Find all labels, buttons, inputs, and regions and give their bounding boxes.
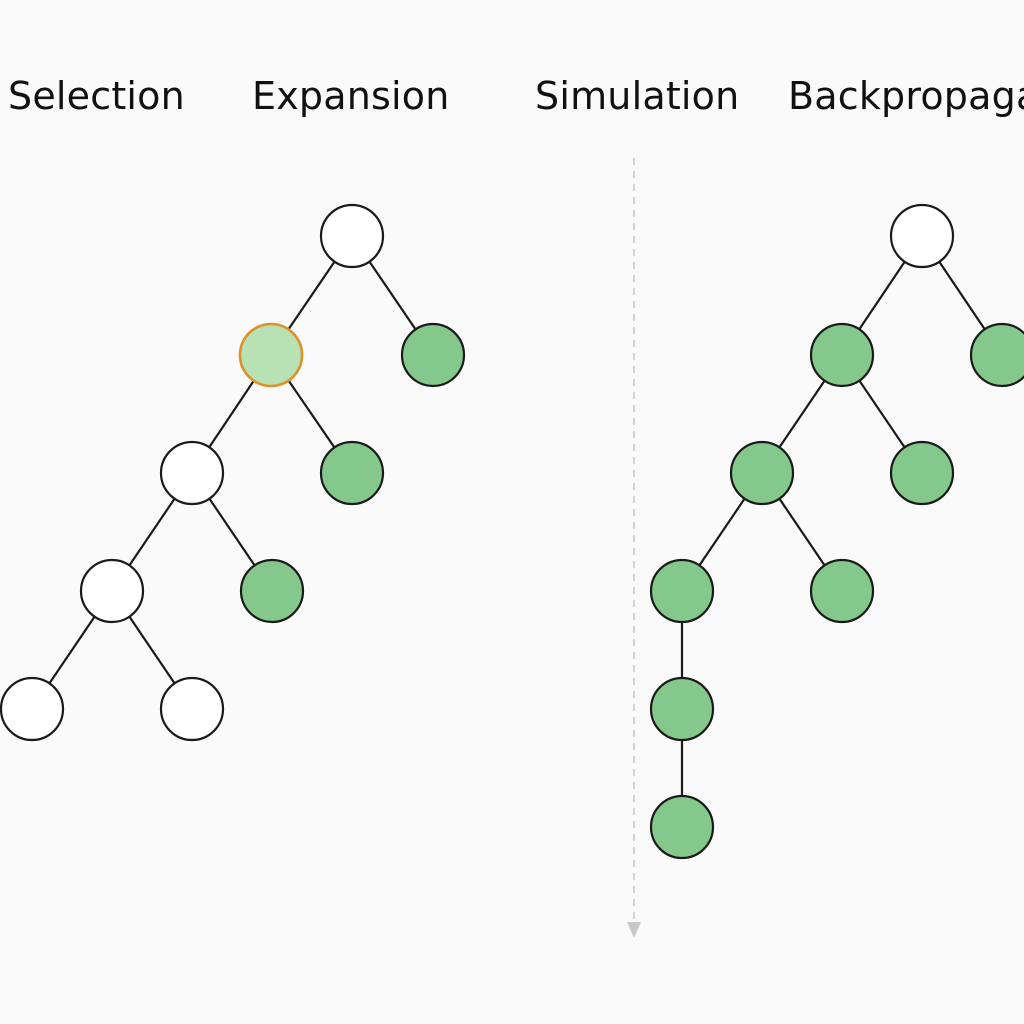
tree-node <box>889 203 955 269</box>
tree-edge <box>778 498 826 566</box>
stage-title-expansion: Expansion <box>252 74 450 118</box>
tree-edge <box>858 380 906 448</box>
tree-edge <box>128 498 176 566</box>
selected-node <box>238 322 304 388</box>
stage-title-simulation: Simulation <box>535 74 740 118</box>
stage-title-backpropagation: Backpropaga <box>788 74 1024 118</box>
visited-node <box>649 794 715 860</box>
tree-node <box>319 203 385 269</box>
tree-edge <box>287 261 336 330</box>
visited-node <box>809 558 875 624</box>
tree-edge <box>208 380 255 448</box>
tree-edge <box>778 380 826 448</box>
rollout-arrow <box>627 158 641 938</box>
stage-title-selection: Selection <box>8 74 185 118</box>
tree-edge <box>858 261 906 330</box>
visited-node <box>809 322 875 388</box>
tree-nodes <box>0 203 1024 860</box>
tree-edge <box>698 498 746 566</box>
tree-node <box>0 676 65 742</box>
tree-edge <box>208 498 256 566</box>
visited-node <box>400 322 466 388</box>
tree-node <box>159 676 225 742</box>
tree-edge <box>938 261 986 330</box>
visited-node <box>239 558 305 624</box>
visited-node <box>729 440 795 506</box>
visited-node <box>649 558 715 624</box>
tree-edge <box>48 616 96 684</box>
visited-node <box>969 322 1024 388</box>
tree-node <box>79 558 145 624</box>
tree-edge <box>368 261 417 330</box>
visited-node <box>889 440 955 506</box>
tree-edges <box>48 261 986 796</box>
tree-node <box>159 440 225 506</box>
tree-edge <box>128 616 176 684</box>
tree-edge <box>287 379 336 449</box>
visited-node <box>649 676 715 742</box>
visited-node <box>319 440 385 506</box>
arrow-down-icon <box>627 922 641 938</box>
